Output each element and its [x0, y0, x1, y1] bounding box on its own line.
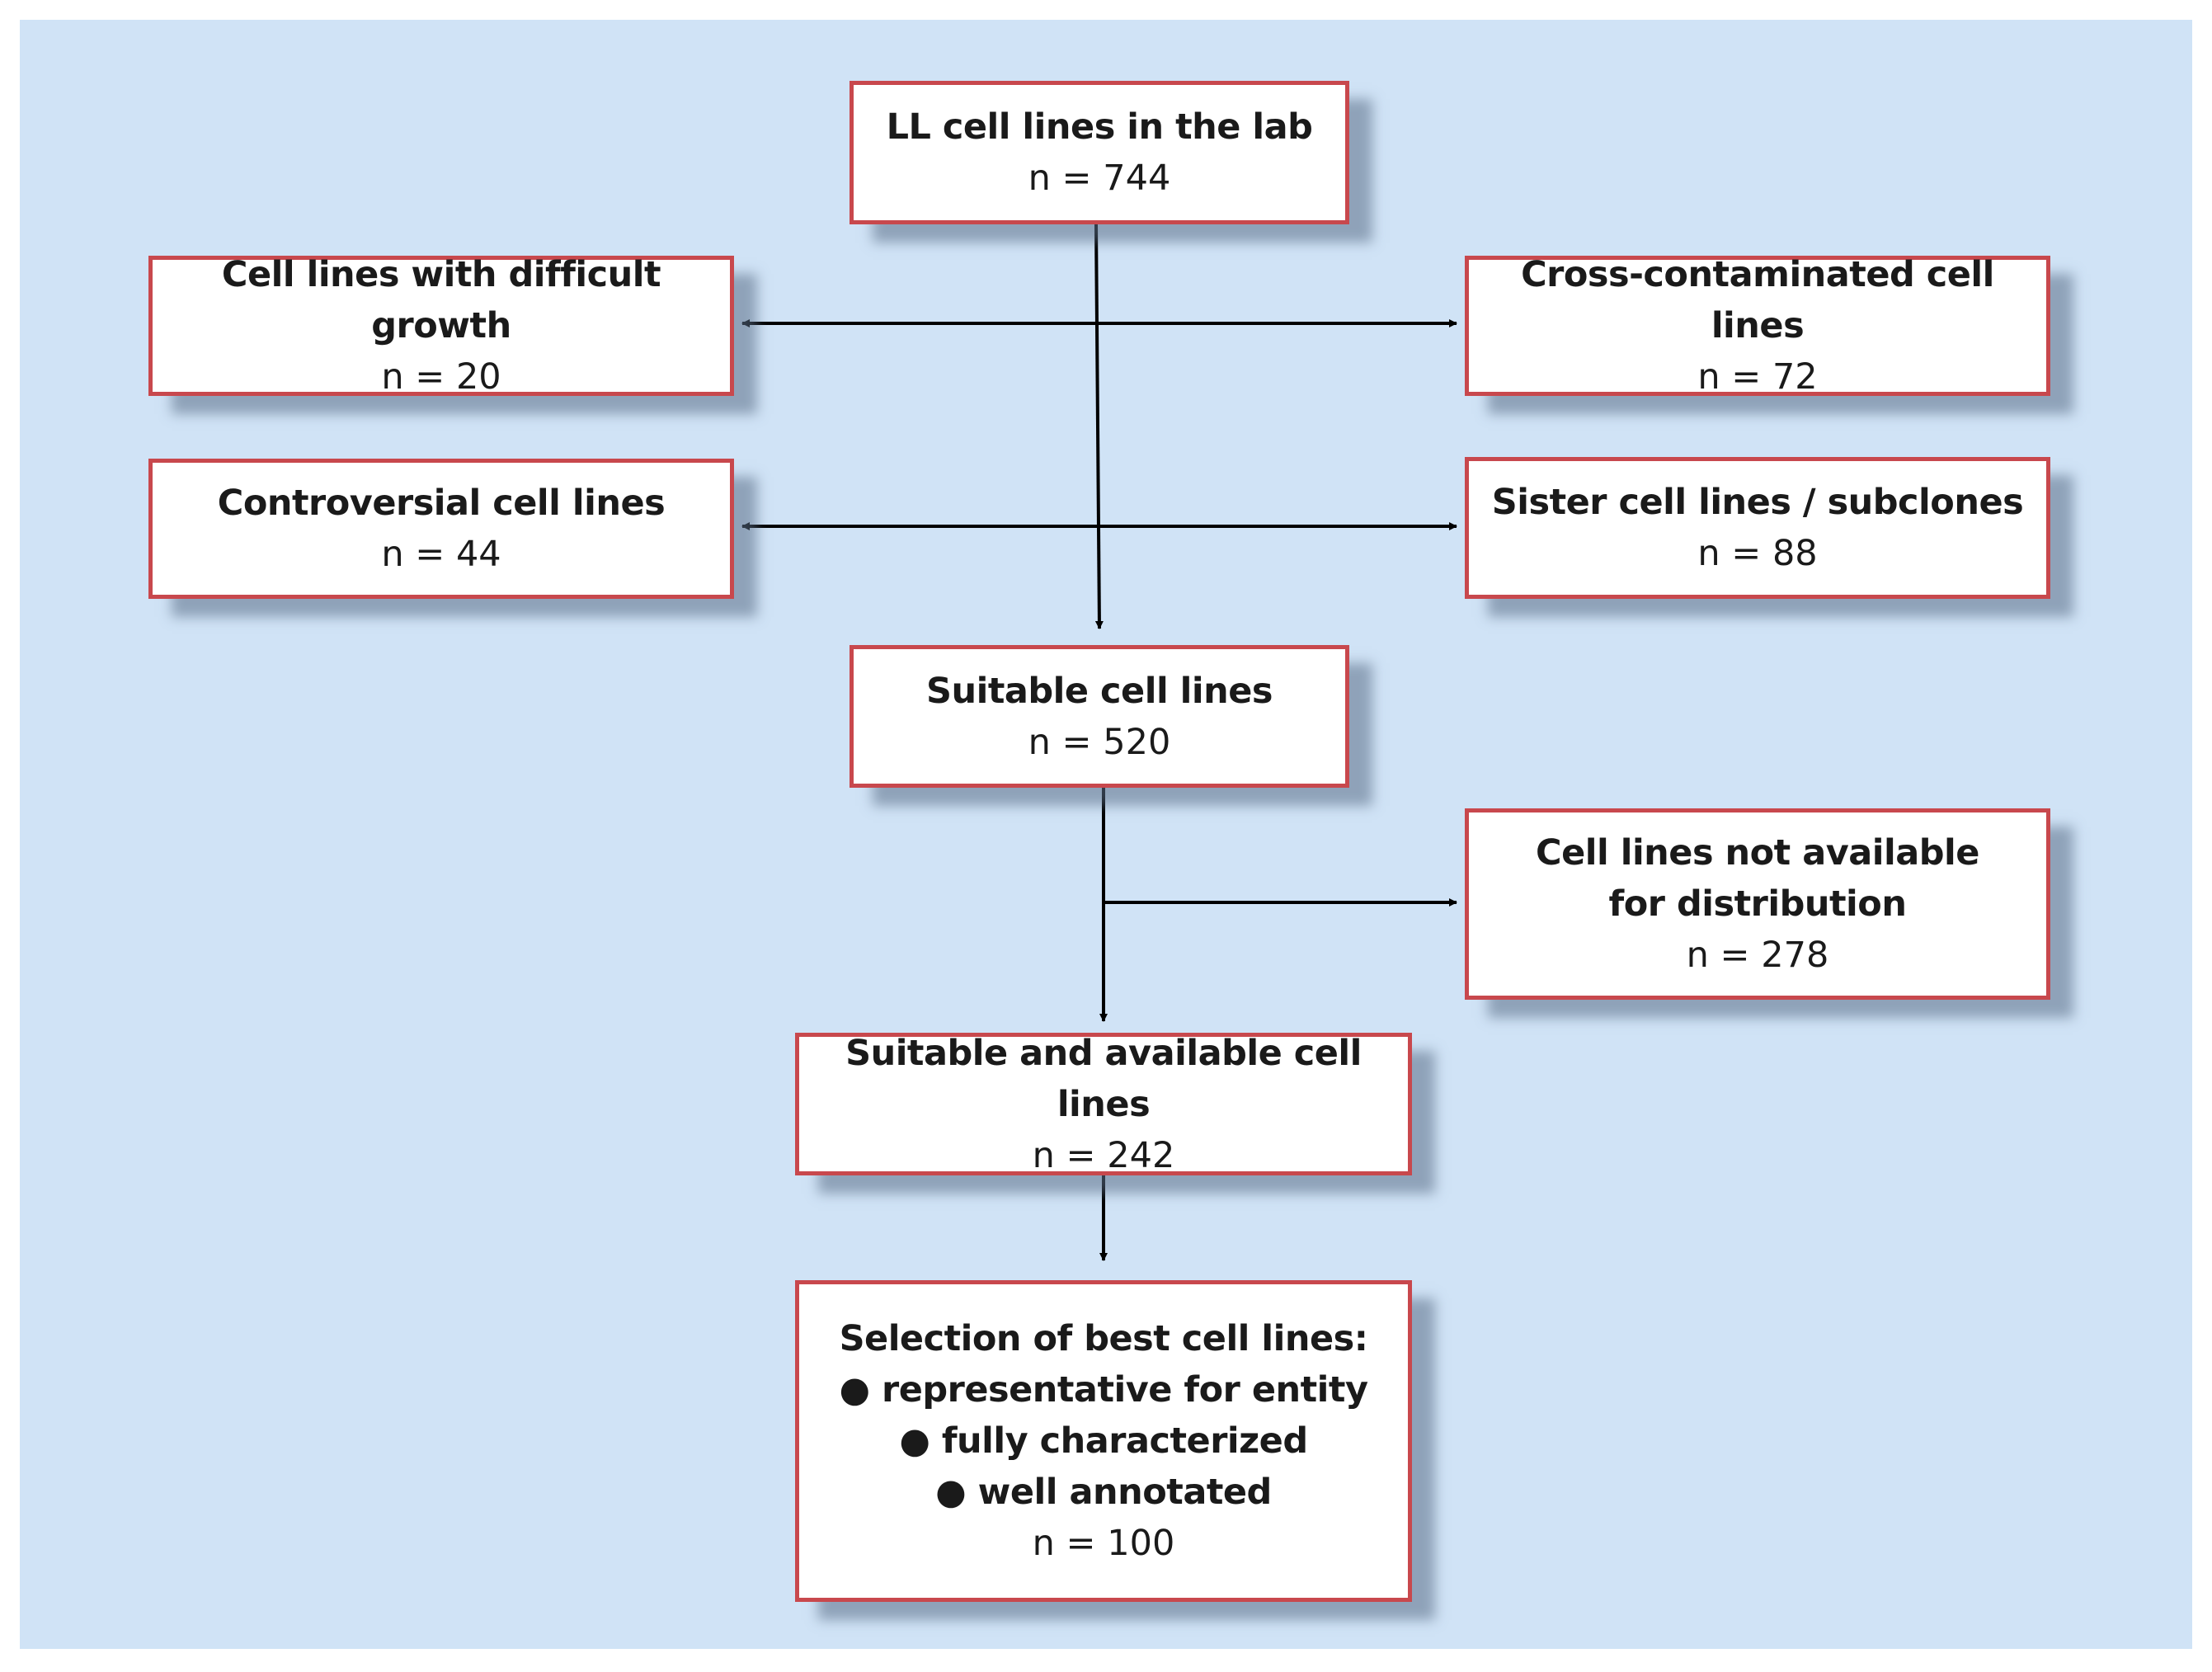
- box-title-line2: for distribution: [1608, 883, 1907, 925]
- box-title: LL cell lines in the lab: [886, 106, 1313, 148]
- box-title: Suitable and available cell lines: [845, 1032, 1362, 1125]
- bullet-item: ● representative for entity: [839, 1369, 1369, 1411]
- box-cross-contaminated: Cross-contaminated cell lines n = 72: [1465, 254, 2050, 398]
- box-title: Cross-contaminated cell lines: [1521, 254, 1994, 346]
- box-count: n = 44: [381, 534, 501, 575]
- box-count: n = 20: [381, 356, 501, 398]
- box-count: n = 744: [1028, 158, 1171, 199]
- box-difficult-growth: Cell lines with difficult growth n = 20: [148, 254, 734, 398]
- arrow-root-to-suitable: [1094, 224, 1104, 629]
- box-suitable: Suitable cell lines n = 520: [850, 645, 1349, 788]
- box-title: Cell lines with difficult growth: [221, 254, 661, 346]
- box-count: n = 278: [1686, 935, 1829, 976]
- box-controversial: Controversial cell lines n = 44: [148, 459, 734, 599]
- box-count: n = 100: [1032, 1523, 1175, 1564]
- box-title-line1: Cell lines not available: [1536, 832, 1979, 874]
- box-count: n = 88: [1697, 533, 1818, 574]
- box-suitable-available: Suitable and available cell lines n = 24…: [795, 1033, 1412, 1176]
- box-count: n = 242: [1032, 1134, 1175, 1176]
- box-title: Suitable cell lines: [926, 670, 1273, 712]
- box-count: n = 72: [1697, 356, 1818, 398]
- box-title: Selection of best cell lines:: [839, 1318, 1368, 1359]
- box-count: n = 520: [1028, 721, 1171, 763]
- box-selection: Selection of best cell lines: ● represen…: [795, 1280, 1412, 1602]
- box-title: Sister cell lines / subclones: [1491, 482, 2024, 523]
- bullet-item: ● well annotated: [935, 1472, 1272, 1513]
- box-sister-lines: Sister cell lines / subclones n = 88: [1465, 457, 2050, 599]
- box-title: Controversial cell lines: [217, 483, 666, 524]
- box-root: LL cell lines in the lab n = 744: [850, 81, 1349, 224]
- bullet-item: ● fully characterized: [899, 1420, 1308, 1462]
- box-not-available: Cell lines not available for distributio…: [1465, 808, 2050, 1000]
